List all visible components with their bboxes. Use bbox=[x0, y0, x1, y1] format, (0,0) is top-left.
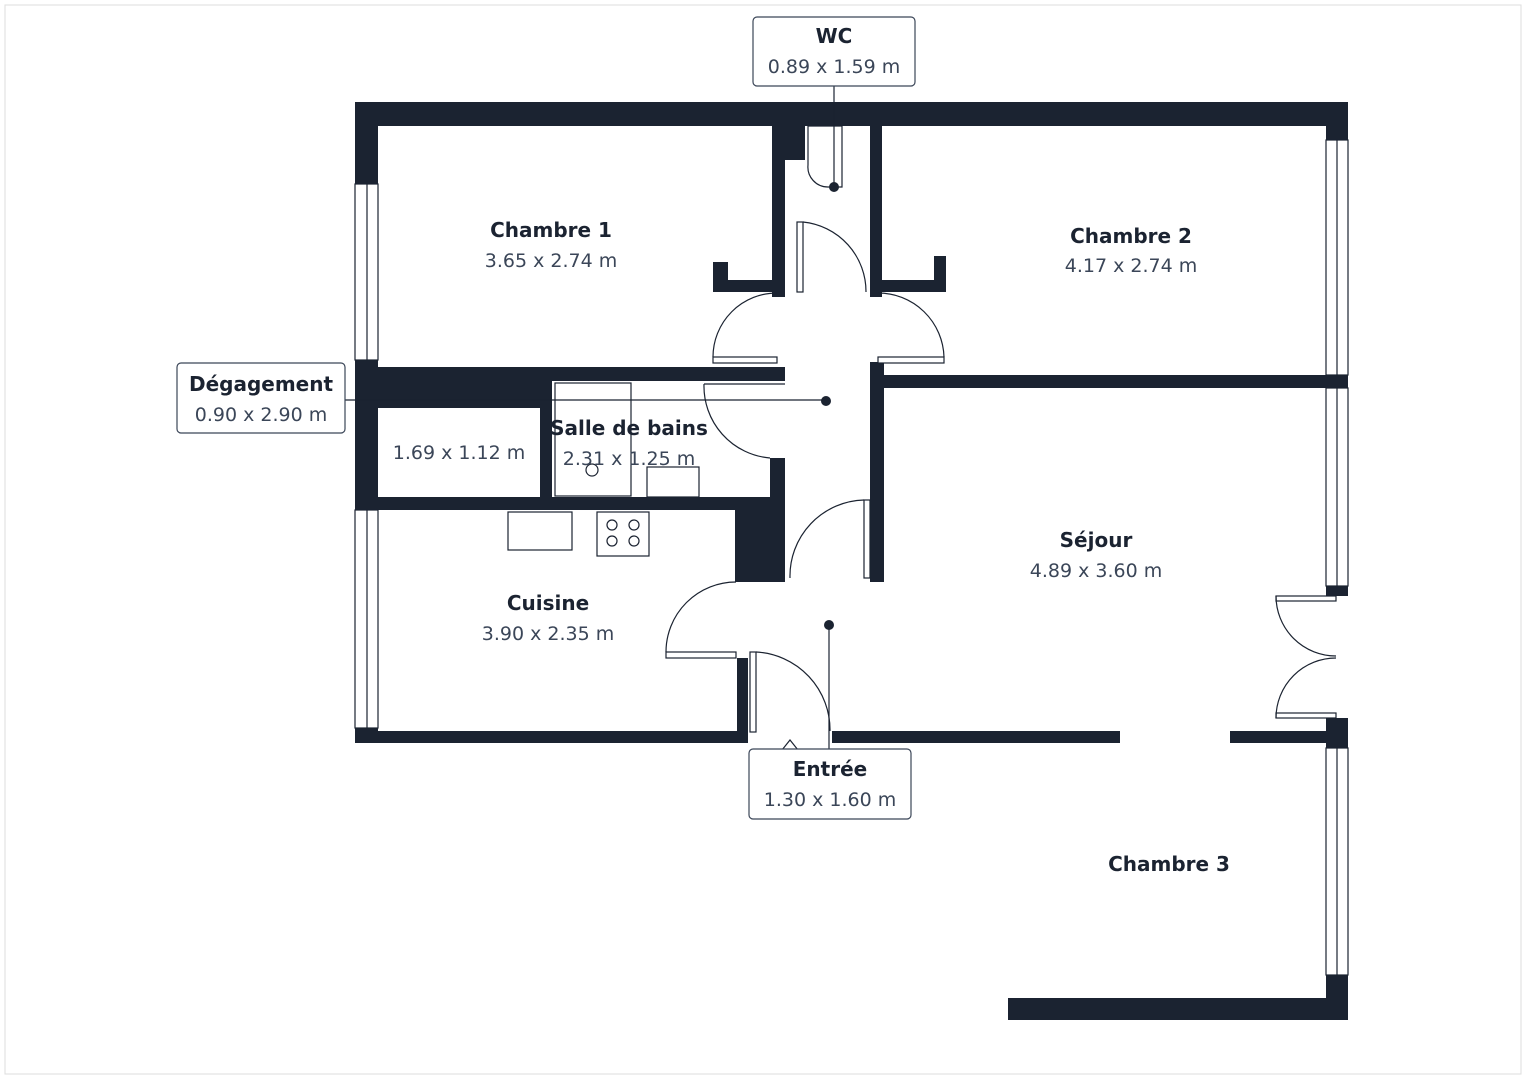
room-name: Cuisine bbox=[507, 591, 589, 615]
room-name: Chambre 3 bbox=[1108, 852, 1230, 876]
room-size: 3.90 x 2.35 m bbox=[482, 623, 614, 645]
room-name: Salle de bains bbox=[550, 416, 708, 440]
sink-icon bbox=[646, 466, 700, 498]
room-size: 0.90 x 2.90 m bbox=[195, 404, 327, 426]
room-size: 1.30 x 1.60 m bbox=[764, 789, 896, 811]
stove-icon bbox=[596, 511, 650, 557]
entree-label-box bbox=[748, 748, 912, 820]
fixtures bbox=[345, 86, 843, 751]
room-size: 1.69 x 1.12 m bbox=[393, 442, 525, 464]
room-size: 4.89 x 3.60 m bbox=[1030, 560, 1162, 582]
room-size: 0.89 x 1.59 m bbox=[768, 56, 900, 78]
toilet-icon bbox=[807, 125, 843, 188]
room-name: Séjour bbox=[1060, 528, 1133, 552]
walls bbox=[355, 102, 1348, 1020]
page-border bbox=[4, 4, 1522, 1075]
doors bbox=[665, 221, 1337, 733]
degagement-pin-icon bbox=[821, 396, 831, 406]
room-name: Dégagement bbox=[189, 372, 334, 396]
kitchen-sink-icon bbox=[507, 511, 573, 551]
room-name: Chambre 2 bbox=[1070, 224, 1192, 248]
room-name: WC bbox=[816, 24, 853, 48]
labels: WC 0.89 x 1.59 m Chambre 1 3.65 x 2.74 m… bbox=[176, 16, 1230, 876]
wc-label-box bbox=[752, 16, 916, 87]
room-size: 3.65 x 2.74 m bbox=[485, 250, 617, 272]
windows bbox=[354, 139, 1349, 976]
room-size: 2.31 x 1.25 m bbox=[563, 448, 695, 470]
bathtub-icon bbox=[554, 382, 632, 497]
degagement-label-box bbox=[176, 362, 346, 434]
room-name: Chambre 1 bbox=[490, 218, 612, 242]
room-name: Entrée bbox=[793, 757, 867, 781]
room-size: 4.17 x 2.74 m bbox=[1065, 255, 1197, 277]
entrance-arrow-icon bbox=[781, 739, 799, 751]
